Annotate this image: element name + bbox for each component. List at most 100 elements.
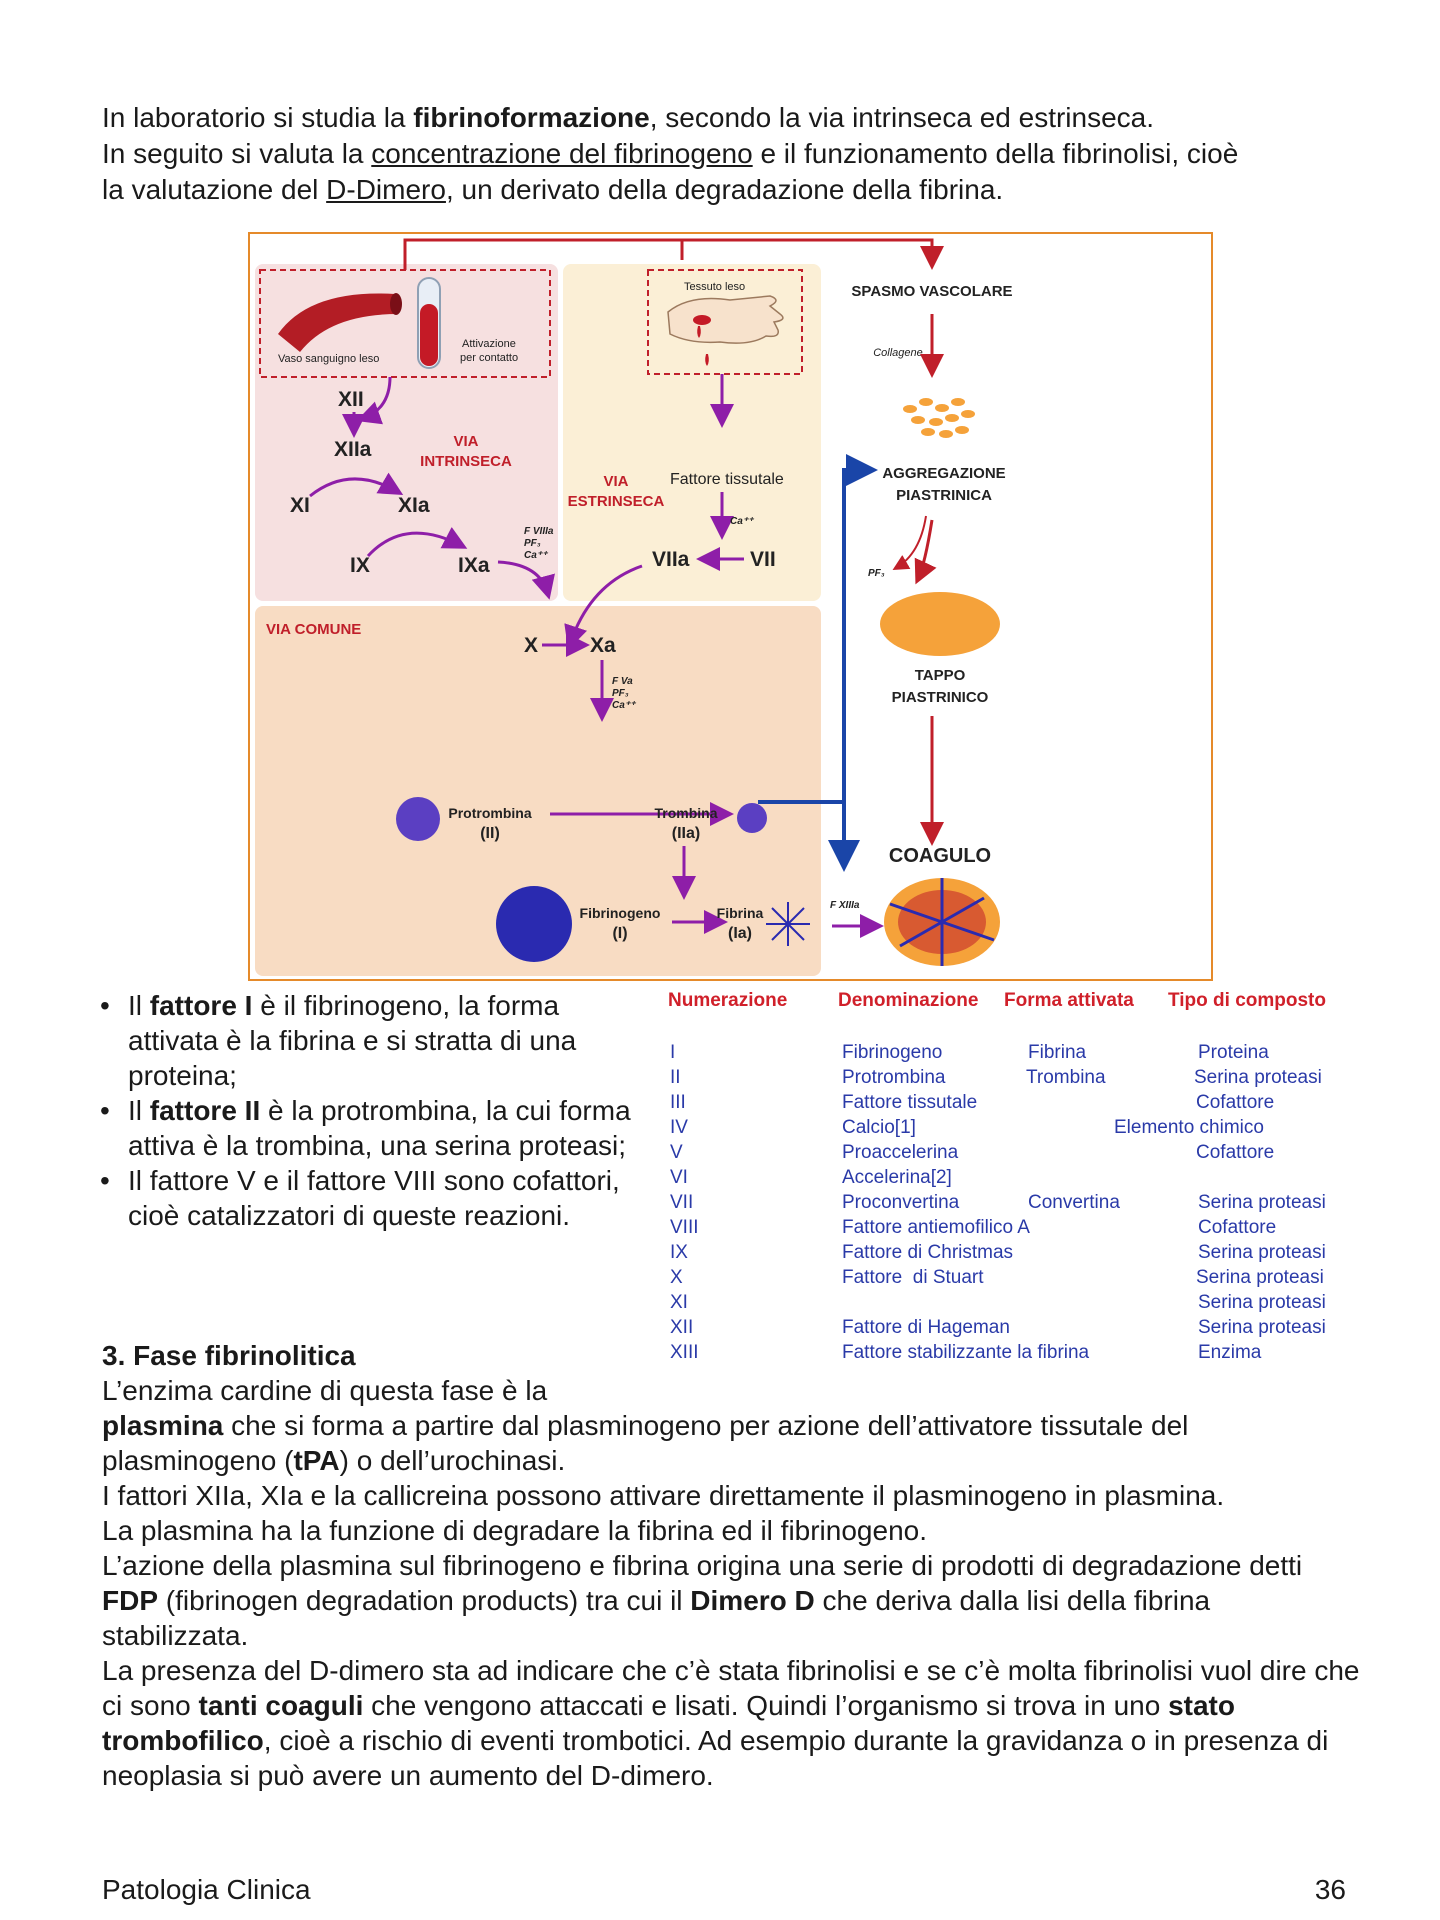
paragraph-5: La presenza del D-dimero sta ad indicare… — [102, 1655, 1360, 1791]
cell-type: Serina proteasi — [1194, 1067, 1322, 1088]
cell-active: Trombina — [1026, 1067, 1106, 1088]
table-row: III Fattore tissutale Cofattore — [668, 1092, 1368, 1117]
table-row: XI Serina proteasi — [668, 1292, 1368, 1317]
label-tappo-2: PIASTRINICO — [892, 689, 989, 706]
table-row: I Fibrinogeno Fibrina Proteina — [668, 1042, 1368, 1067]
label-spasmo-vascolare: SPASMO VASCOLARE — [851, 283, 1012, 300]
cell-name: Protrombina — [842, 1067, 946, 1088]
paragraph-4: L’azione della plasmina sul fibrinogeno … — [102, 1550, 1303, 1651]
factor-xiia: XIIa — [334, 438, 372, 461]
cell-num: V — [670, 1142, 683, 1163]
cell-num: IX — [670, 1242, 688, 1263]
factor-viia: VIIa — [652, 548, 690, 571]
factor-ix: IX — [350, 554, 370, 577]
cofactor-pf3-b: PF₃ — [612, 688, 629, 699]
cell-num: IV — [670, 1117, 688, 1138]
cofactor-fviiia: F VIIIa — [524, 526, 554, 537]
label-via-comune: VIA COMUNE — [266, 621, 361, 638]
tissue-box — [647, 269, 803, 375]
cell-num: II — [670, 1067, 681, 1088]
bullet-cofactors: Il fattore V e il fattore VIII sono cofa… — [100, 1163, 640, 1233]
table-row: VI Accelerina[2] — [668, 1167, 1368, 1192]
cell-type: Enzima — [1198, 1342, 1262, 1363]
page-number: 36 — [1314, 1874, 1346, 1905]
label-pf3-right: PF₃ — [868, 568, 885, 579]
cell-name: Proaccelerina — [842, 1142, 959, 1163]
intro-text: In laboratorio si studia la fibrinoforma… — [102, 100, 1362, 208]
label-tappo-1: TAPPO — [915, 667, 966, 684]
bullet-factor-i: Il fattore I è il fibrinogeno, la forma … — [100, 988, 640, 1093]
cofactor-ca-b: Ca⁺⁺ — [612, 700, 637, 711]
table-row: VIII Fattore antiemofilico A Cofattore — [668, 1217, 1368, 1242]
cofactor-pf3-a: PF₃ — [524, 538, 541, 549]
table-row: XII Fattore di Hageman Serina proteasi — [668, 1317, 1368, 1342]
table-row: IX Fattore di Christmas Serina proteasi — [668, 1242, 1368, 1267]
intro-line-2: In seguito si valuta la concentrazione d… — [102, 138, 1239, 169]
cell-active: Fibrina — [1028, 1042, 1087, 1063]
clot-illustration — [884, 878, 1000, 966]
cell-num: X — [670, 1267, 683, 1288]
table-row: XIII Fattore stabilizzante la fibrina En… — [668, 1342, 1368, 1367]
cell-active: Convertina — [1028, 1192, 1120, 1213]
factor-ixa: IXa — [458, 554, 490, 577]
label-fibrinogeno-num: (I) — [612, 925, 627, 942]
label-aggregazione-2: PIASTRINICA — [896, 487, 992, 504]
cell-num: I — [670, 1042, 676, 1063]
label-collagene: Collagene — [873, 347, 923, 359]
cofactor-fva: F Va — [612, 676, 633, 687]
bullet-factor-ii: Il fattore II è la protrombina, la cui f… — [100, 1093, 640, 1163]
cell-name: Proconvertina — [842, 1192, 960, 1213]
cell-name: Calcio[1] — [842, 1117, 916, 1138]
cell-type: Serina proteasi — [1198, 1317, 1326, 1338]
label-fxiiia: F XIIIa — [830, 900, 860, 911]
cell-num: VIII — [670, 1217, 699, 1238]
cell-type: Cofattore — [1198, 1217, 1277, 1238]
cell-name: Fattore di Christmas — [842, 1242, 1014, 1263]
cell-type: Serina proteasi — [1198, 1292, 1326, 1313]
label-attivazione-1: Attivazione — [462, 338, 516, 350]
cell-num: VII — [670, 1192, 694, 1213]
factor-xia: XIa — [398, 494, 430, 517]
section-title: 3. Fase fibrinolitica — [102, 1340, 356, 1371]
label-ca: Ca⁺⁺ — [730, 516, 755, 527]
platelets-loose — [903, 398, 975, 438]
top-connector — [403, 238, 944, 270]
factor-xi: XI — [290, 494, 310, 517]
label-attivazione-2: per contatto — [460, 352, 518, 364]
cell-type: Elemento chimico — [1114, 1117, 1264, 1138]
hand-illustration — [667, 295, 784, 344]
table-row: VII Proconvertina Convertina Serina prot… — [668, 1192, 1368, 1217]
cell-type: Proteina — [1198, 1042, 1269, 1063]
label-via-intrinseca-2: INTRINSECA — [420, 453, 512, 470]
cell-name: Fattore antiemofilico A — [842, 1217, 1030, 1238]
factor-vii: VII — [750, 548, 776, 571]
injury-box — [259, 269, 551, 378]
label-fibrina-num: (Ia) — [728, 925, 752, 942]
table-row: II Protrombina Trombina Serina proteasi — [668, 1067, 1368, 1092]
cell-name: Fattore stabilizzante la fibrina — [842, 1342, 1090, 1363]
trombina-molecule — [737, 803, 767, 833]
table-row: V Proaccelerina Cofattore — [668, 1142, 1368, 1167]
label-trombina: Trombina — [654, 805, 717, 821]
label-fibrinogeno: Fibrinogeno — [580, 905, 661, 921]
blue-feedback-line — [758, 454, 878, 804]
label-coagulo: COAGULO — [889, 845, 991, 867]
header-numerazione: Numerazione — [668, 990, 788, 1011]
label-protrombina-num: (II) — [480, 825, 500, 842]
cell-name: Accelerina[2] — [842, 1167, 952, 1188]
label-via-estrinseca-1: VIA — [603, 473, 628, 490]
cofactor-ca-a: Ca⁺⁺ — [524, 550, 549, 561]
factor-xa: Xa — [590, 634, 616, 657]
label-tessuto: Tessuto leso — [684, 281, 745, 293]
factor-x: X — [524, 634, 538, 657]
intro-line-1: In laboratorio si studia la fibrinoforma… — [102, 102, 1155, 133]
fibrinolysis-section: 3. Fase fibrinolitica L’enzima cardine d… — [102, 1338, 1362, 1793]
label-fattore-tissutale: Fattore tissutale — [670, 471, 784, 488]
cell-name: Fattore di Hageman — [842, 1317, 1010, 1338]
label-trombina-num: (IIa) — [672, 825, 700, 842]
cell-type: Serina proteasi — [1196, 1267, 1324, 1288]
cell-name: Fibrinogeno — [842, 1042, 943, 1063]
header-forma-attivata: Forma attivata — [1004, 990, 1134, 1011]
factor-bullets: Il fattore I è il fibrinogeno, la forma … — [100, 988, 640, 1233]
